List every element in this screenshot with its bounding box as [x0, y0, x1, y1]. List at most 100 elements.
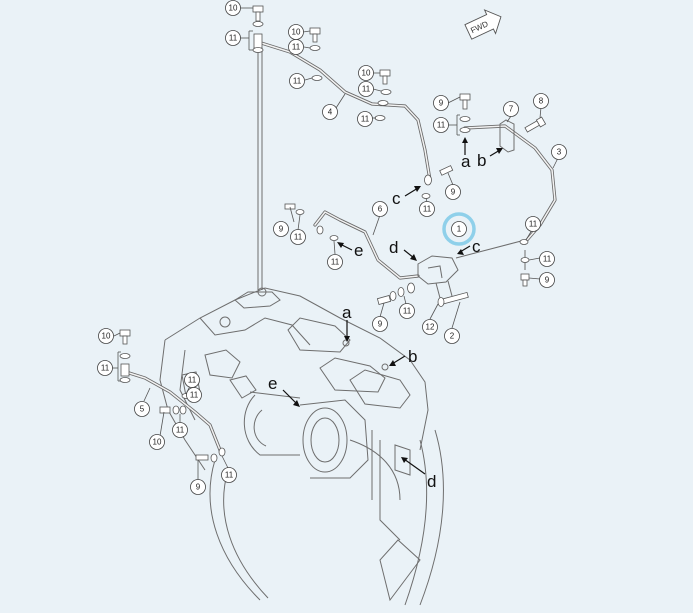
- callout-label: 11: [225, 471, 234, 480]
- callout-10[interactable]: 10: [98, 328, 114, 344]
- callout-9[interactable]: 9: [539, 272, 555, 288]
- callout-label: 10: [153, 438, 162, 447]
- callout-11[interactable]: 11: [221, 467, 237, 483]
- callout-11[interactable]: 11: [433, 117, 449, 133]
- callout-label: 10: [362, 69, 371, 78]
- pipe-5: [124, 370, 222, 452]
- callout-label: 11: [331, 258, 340, 267]
- callout-label: 11: [101, 364, 110, 373]
- callout-11[interactable]: 11: [357, 111, 373, 127]
- callout-label: 10: [102, 332, 111, 341]
- callout-label: 5: [140, 405, 145, 414]
- callout-11[interactable]: 11: [539, 251, 555, 267]
- callout-11[interactable]: 11: [288, 39, 304, 55]
- callout-label: 9: [378, 320, 383, 329]
- callout-11[interactable]: 11: [186, 387, 202, 403]
- callout-11[interactable]: 11: [289, 73, 305, 89]
- callout-label: 3: [557, 148, 562, 157]
- callout-11[interactable]: 11: [172, 422, 188, 438]
- callout-label: 11: [294, 233, 303, 242]
- pipe-3: [463, 124, 557, 242]
- leader-lines: [112, 7, 559, 480]
- letter-e: e: [268, 374, 277, 393]
- letter-e: e: [354, 241, 363, 260]
- callout-6[interactable]: 6: [372, 201, 388, 217]
- callout-label: 1: [457, 225, 462, 234]
- callout-10[interactable]: 10: [225, 0, 241, 16]
- callout-11[interactable]: 11: [97, 360, 113, 376]
- callout-11[interactable]: 11: [290, 229, 306, 245]
- callout-label: 11: [423, 205, 432, 214]
- callout-label: 4: [328, 108, 333, 117]
- callout-8[interactable]: 8: [533, 93, 549, 109]
- callout-11[interactable]: 11: [525, 216, 541, 232]
- pipe-connector-line: [455, 239, 526, 259]
- callout-label: 9: [196, 483, 201, 492]
- callout-11[interactable]: 11: [327, 254, 343, 270]
- callout-label: 9: [545, 276, 550, 285]
- callout-label: 11: [292, 43, 301, 52]
- letter-arrows: [282, 137, 503, 475]
- callout-9[interactable]: 9: [190, 479, 206, 495]
- callout-label: 9: [439, 99, 444, 108]
- callout-label: 6: [378, 205, 383, 214]
- letter-labels: a b c d c e a b e d: [268, 151, 486, 491]
- fwd-direction-sign: FWD: [464, 9, 502, 40]
- callout-label: 2: [450, 332, 455, 341]
- callout-11[interactable]: 11: [184, 372, 200, 388]
- callout-9[interactable]: 9: [273, 221, 289, 237]
- letter-a: a: [342, 303, 352, 322]
- callout-9[interactable]: 9: [372, 316, 388, 332]
- callout-label: 9: [451, 188, 456, 197]
- callout-12[interactable]: 12: [422, 319, 438, 335]
- callout-label: 11: [176, 426, 185, 435]
- callout-11[interactable]: 11: [225, 30, 241, 46]
- letter-a: a: [461, 152, 471, 171]
- callout-3[interactable]: 3: [551, 144, 567, 160]
- fittings: [117, 5, 547, 463]
- callout-2[interactable]: 2: [444, 328, 460, 344]
- callout-label: 10: [292, 28, 301, 37]
- letter-c: c: [392, 189, 401, 208]
- callout-label: 11: [529, 220, 538, 229]
- letter-d: d: [427, 472, 436, 491]
- callout-label: 11: [361, 115, 370, 124]
- callout-label: 11: [190, 391, 199, 400]
- callout-10[interactable]: 10: [358, 65, 374, 81]
- callout-4[interactable]: 4: [322, 104, 338, 120]
- callout-5[interactable]: 5: [134, 401, 150, 417]
- callout-1-highlighted[interactable]: 1: [451, 221, 467, 237]
- callout-11[interactable]: 11: [358, 81, 374, 97]
- letter-b: b: [477, 151, 486, 170]
- letter-c: c: [472, 237, 481, 256]
- callout-label: 11: [293, 77, 302, 86]
- callout-label: 11: [403, 307, 412, 316]
- highlight-ring: [442, 212, 476, 246]
- callout-label: 12: [426, 323, 435, 332]
- callout-9[interactable]: 9: [445, 184, 461, 200]
- callout-bubbles: 10 11 10 11 11 10 11 4 11 9 11 7 8 3 9 1…: [97, 0, 567, 495]
- callout-10[interactable]: 10: [149, 434, 165, 450]
- pipe-4: [256, 40, 432, 182]
- callout-11[interactable]: 11: [399, 303, 415, 319]
- callout-label: 8: [539, 97, 544, 106]
- callout-label: 10: [229, 4, 238, 13]
- callout-label: 11: [362, 85, 371, 94]
- callout-9[interactable]: 9: [433, 95, 449, 111]
- callout-label: 7: [509, 105, 514, 114]
- callout-label: 11: [229, 34, 238, 43]
- callout-label: 11: [188, 376, 197, 385]
- callout-label: 9: [279, 225, 284, 234]
- engine-housing: [159, 48, 526, 606]
- callout-label: 11: [543, 255, 552, 264]
- letter-b: b: [408, 347, 417, 366]
- callout-7[interactable]: 7: [503, 101, 519, 117]
- callout-11[interactable]: 11: [419, 201, 435, 217]
- letter-d: d: [389, 238, 398, 257]
- bracket-1: [417, 255, 459, 299]
- pipe-6: [313, 210, 420, 280]
- callout-label: 11: [437, 121, 446, 130]
- callout-10[interactable]: 10: [288, 24, 304, 40]
